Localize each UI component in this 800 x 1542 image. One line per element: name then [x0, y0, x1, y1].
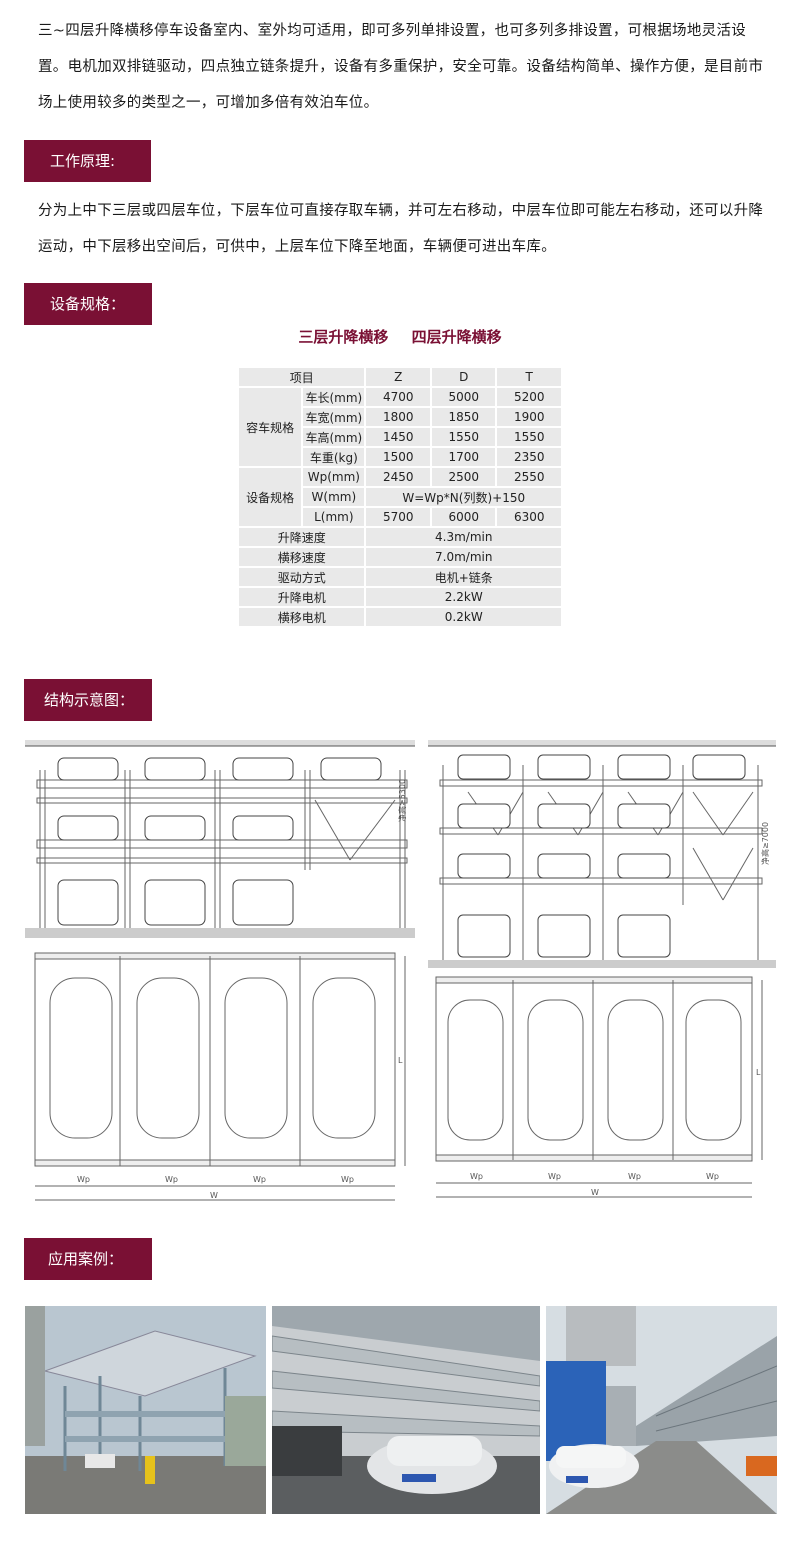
cell: L(mm) — [301, 506, 367, 528]
cell: 车高(mm) — [301, 426, 367, 448]
three-layer-elevation-diagram: 净高≥5300 — [25, 740, 415, 938]
cell: 2550 — [495, 466, 563, 488]
cell: 车重(kg) — [301, 446, 367, 468]
wp-label: Wp — [706, 1172, 719, 1181]
cell: 1850 — [429, 406, 498, 428]
spec-table: 项目 Z D T 容车规格 车长(mm) 4700 5000 5200 车宽(m… — [236, 366, 563, 628]
cell: 5700 — [364, 506, 432, 528]
case-photo-2 — [272, 1306, 540, 1514]
group-car: 容车规格 — [236, 386, 304, 468]
table-row: 车高(mm) 1450 1550 1550 — [238, 426, 563, 448]
cell: 4700 — [364, 386, 432, 408]
table-row: L(mm) 5700 6000 6300 — [238, 506, 563, 528]
header-item: 项目 — [236, 366, 367, 388]
table-row: 驱动方式 电机+链条 — [236, 566, 563, 588]
cell: 6000 — [429, 506, 498, 528]
wp-label: Wp — [341, 1175, 354, 1184]
cases-heading: 应用案例： — [24, 1238, 152, 1280]
header-z: Z — [364, 366, 432, 388]
four-layer-plan-diagram: Wp Wp Wp Wp W L — [435, 976, 763, 1198]
wp-label: Wp — [548, 1172, 561, 1181]
table-row: 升降电机 2.2kW — [236, 586, 563, 608]
cell: 1800 — [364, 406, 432, 428]
cell: 车长(mm) — [301, 386, 367, 408]
spec-heading: 设备规格： — [24, 283, 152, 325]
w-label: W — [591, 1188, 599, 1197]
table-row: 设备规格 Wp(mm) 2450 2500 2550 — [236, 466, 563, 528]
spec-title-four-layer: 四层升降横移 — [411, 328, 502, 346]
cell: 7.0m/min — [364, 546, 563, 568]
cell: 1550 — [429, 426, 498, 448]
cell: 1700 — [429, 446, 498, 468]
l-label: L — [756, 1068, 761, 1077]
l-label: L — [398, 1056, 403, 1065]
table-row: W(mm) W=Wp*N(列数)+150 — [238, 486, 563, 508]
cell: 2.2kW — [364, 586, 563, 608]
case-photo-3 — [546, 1306, 777, 1514]
intro-text: 三~四层升降横移停车设备室内、室外均可适用，即可多列单排设置，也可多列多排设置，… — [38, 23, 764, 111]
table-row: 横移速度 7.0m/min — [236, 546, 563, 568]
cell: Wp(mm) — [301, 466, 367, 488]
table-header-row: 项目 Z D T — [236, 366, 563, 388]
cell: 升降速度 — [236, 526, 367, 548]
cell: 0.2kW — [364, 606, 563, 628]
wp-label: Wp — [77, 1175, 90, 1184]
cell: 4.3m/min — [364, 526, 563, 548]
cell: 2350 — [495, 446, 563, 468]
table-row: 升降速度 4.3m/min — [236, 526, 563, 548]
three-layer-plan-diagram: Wp Wp Wp Wp W L — [34, 952, 406, 1201]
cell: 1900 — [495, 406, 563, 428]
cell: 6300 — [495, 506, 563, 528]
cell: W(mm) — [301, 486, 367, 508]
case-photo-1 — [25, 1306, 266, 1514]
spec-table-titles: 三层升降横移 四层升降横移 — [0, 326, 800, 347]
group-equip: 设备规格 — [236, 466, 304, 528]
wp-label: Wp — [628, 1172, 641, 1181]
cell: 横移电机 — [236, 606, 367, 628]
cell: 5200 — [495, 386, 563, 408]
table-row: 横移电机 0.2kW — [236, 606, 563, 628]
wp-label: Wp — [470, 1172, 483, 1181]
cell: 2450 — [364, 466, 432, 488]
spec-title-three-layer: 三层升降横移 — [298, 328, 389, 346]
cell: 升降电机 — [236, 586, 367, 608]
wp-label: Wp — [253, 1175, 266, 1184]
cell: 1550 — [495, 426, 563, 448]
wp-label: Wp — [165, 1175, 178, 1184]
w-label: W — [210, 1191, 218, 1200]
header-t: T — [495, 366, 563, 388]
table-row: 车重(kg) 1500 1700 2350 — [238, 446, 563, 468]
cell: 1500 — [364, 446, 432, 468]
header-d: D — [429, 366, 498, 388]
principle-heading: 工作原理: — [24, 140, 151, 182]
height-label-3: 净高≥5300 — [397, 779, 407, 822]
table-row: 车宽(mm) 1800 1850 1900 — [238, 406, 563, 428]
cell: 车宽(mm) — [301, 406, 367, 428]
cell: 5000 — [429, 386, 498, 408]
cell: W=Wp*N(列数)+150 — [364, 486, 563, 508]
cell: 2500 — [429, 466, 498, 488]
height-label-4: 净高≥7000 — [760, 822, 770, 865]
structure-heading: 结构示意图： — [24, 679, 152, 721]
cell: 1450 — [364, 426, 432, 448]
cell: 横移速度 — [236, 546, 367, 568]
principle-text: 分为上中下三层或四层车位，下层车位可直接存取车辆，并可左右移动，中层车位即可能左… — [38, 203, 764, 255]
cell: 驱动方式 — [236, 566, 367, 588]
table-row: 容车规格 车长(mm) 4700 5000 5200 — [236, 386, 563, 468]
four-layer-elevation-diagram: 净高≥7000 — [428, 740, 776, 968]
cell: 电机+链条 — [364, 566, 563, 588]
